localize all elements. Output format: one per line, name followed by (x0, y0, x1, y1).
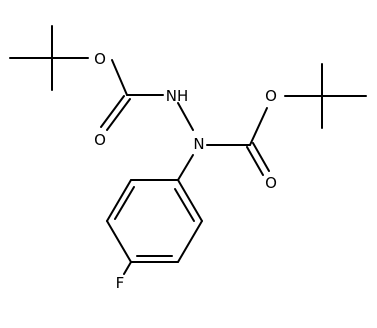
bond (111, 59, 128, 96)
bond (249, 107, 268, 146)
bond (246, 146, 264, 176)
bonds (9, 25, 367, 275)
bond (123, 261, 132, 275)
bond (174, 188, 195, 222)
atom-label-o: O (265, 174, 277, 192)
atom-label-nh: NH (166, 87, 189, 105)
atom-label-o: O (94, 50, 106, 68)
atom-label-o: O (265, 87, 277, 105)
bond (177, 220, 203, 263)
atom-labels: O O NH N O O F (94, 50, 277, 292)
bond (177, 154, 194, 181)
bond (106, 98, 131, 131)
bond (106, 179, 132, 222)
bond (177, 102, 194, 131)
atom-label-f: F (116, 274, 125, 292)
bond (106, 220, 132, 263)
bond (114, 186, 135, 220)
atom-label-n: N (193, 135, 204, 153)
atom-label-o: O (94, 131, 106, 149)
bond (252, 142, 270, 172)
bond (100, 95, 125, 128)
bond (177, 179, 203, 222)
